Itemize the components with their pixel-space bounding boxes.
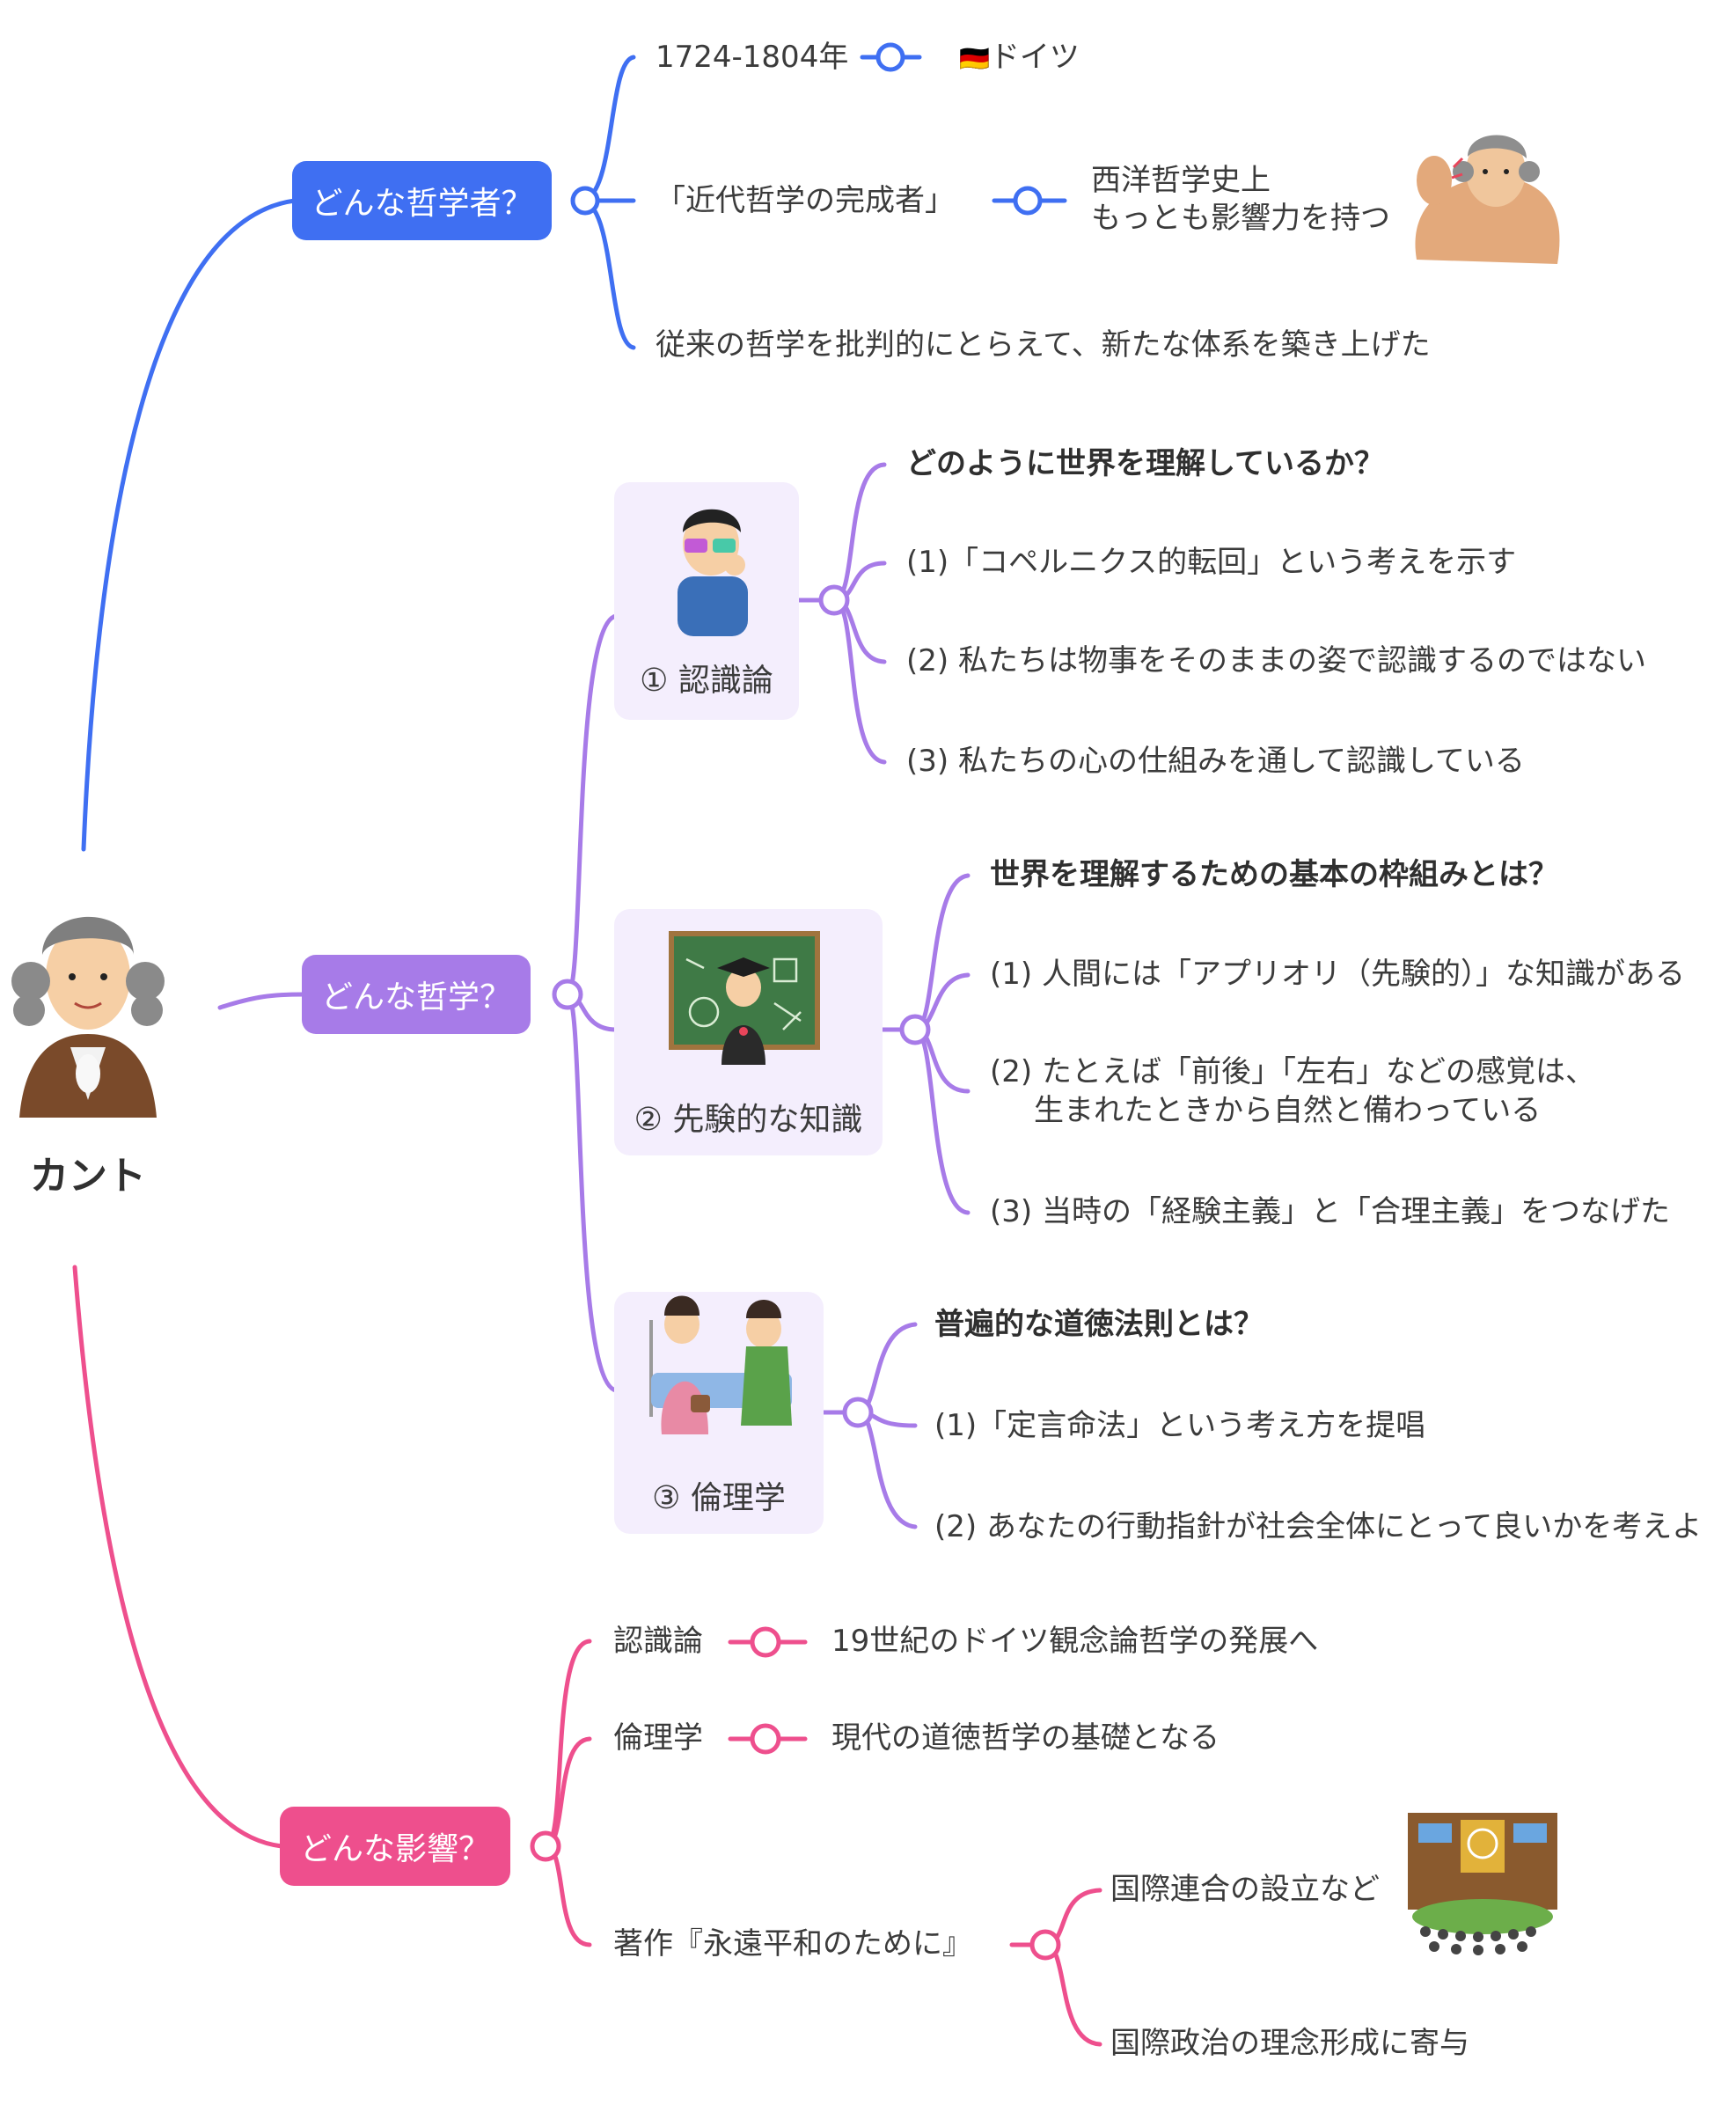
a-priori-item-1: (1) 人間には「アプリオリ（先験的）」な知識がある <box>990 957 1685 992</box>
ethics-item-1: (1)「定言命法」という考え方を提唱 <box>934 1408 1426 1443</box>
card-epistemology-label: ① 認識論 <box>640 663 773 699</box>
branch-influence-topic[interactable]: どんな影響？ <box>280 1807 510 1886</box>
ethics-item-2: (2) あなたの行動指針が社会全体にとって良いかを考えよ <box>934 1509 1703 1544</box>
kant-portrait-icon <box>11 916 165 1118</box>
influence-epistemology: 認識論 <box>613 1624 703 1659</box>
epistemology-item-3: (3) 私たちの心の仕組みを通して認識している <box>906 744 1525 779</box>
influence-ethics-effect: 現代の道徳哲学の基礎となる <box>831 1720 1220 1756</box>
card-epistemology[interactable]: ① 認識論 <box>614 482 799 720</box>
epistemology-item-1: (1)「コペルニクス的転回」という考えを示す <box>906 545 1517 580</box>
a-priori-heading: 世界を理解するための基本の枠組みとは？ <box>990 857 1558 892</box>
a-priori-item-2-cont: 生まれたときから自然と備わっている <box>1034 1093 1542 1128</box>
nodes-branch1 <box>570 42 1043 216</box>
card-ethics[interactable]: ③ 倫理学 <box>614 1292 824 1534</box>
title-label: 「近代哲学の完成者」 <box>656 183 955 218</box>
un-assembly-icon <box>1408 1813 1557 1955</box>
ethics-heading: 普遍的な道徳法則とは？ <box>934 1307 1264 1342</box>
card-a-priori[interactable]: ② 先験的な知識 <box>614 909 883 1155</box>
influence-book: 著作『永遠平和のために』 <box>613 1926 972 1962</box>
influence-ethics: 倫理学 <box>613 1720 703 1756</box>
card-ethics-label: ③ 倫理学 <box>652 1480 786 1516</box>
a-priori-item-3: (3) 当時の「経験主義」と「合理主義」をつなげた <box>990 1194 1670 1229</box>
branch-philosophy-topic[interactable]: どんな哲学？ <box>302 955 531 1034</box>
country-label: 🇩🇪ドイツ <box>959 38 1080 78</box>
influence-line1: 西洋哲学史上 <box>1091 163 1271 198</box>
germany-flag-icon: 🇩🇪 <box>959 44 990 73</box>
influence-book-effect-2: 国際政治の理念形成に寄与 <box>1110 2026 1469 2061</box>
influence-epistemology-effect: 19世紀のドイツ観念論哲学の発展へ <box>831 1624 1319 1659</box>
country-name: ドイツ <box>989 40 1080 75</box>
a-priori-item-2: (2) たとえば「前後」「左右」などの感覚は、 <box>990 1054 1595 1089</box>
card-a-priori-label: ② 先験的な知識 <box>634 1102 863 1138</box>
muscular-kant-icon <box>1415 135 1560 264</box>
nodes-branch3 <box>530 1626 1061 1961</box>
epistemology-heading: どのように世界を理解しているか？ <box>906 446 1384 481</box>
achievement-label: 従来の哲学を批判的にとらえて、新たな体系を築き上げた <box>656 327 1431 363</box>
branch-philosopher-topic[interactable]: どんな哲学者？ <box>292 161 552 240</box>
nodes-branch2 <box>552 584 931 1428</box>
root-title: カント <box>30 1154 146 1199</box>
epistemology-item-2: (2) 私たちは物事をそのままの姿で認識するのではない <box>906 643 1646 678</box>
years-label: 1724-1804年 <box>656 40 849 75</box>
influence-book-effect-1: 国際連合の設立など <box>1110 1872 1380 1907</box>
influence-line2: もっとも影響力を持つ <box>1091 201 1390 236</box>
